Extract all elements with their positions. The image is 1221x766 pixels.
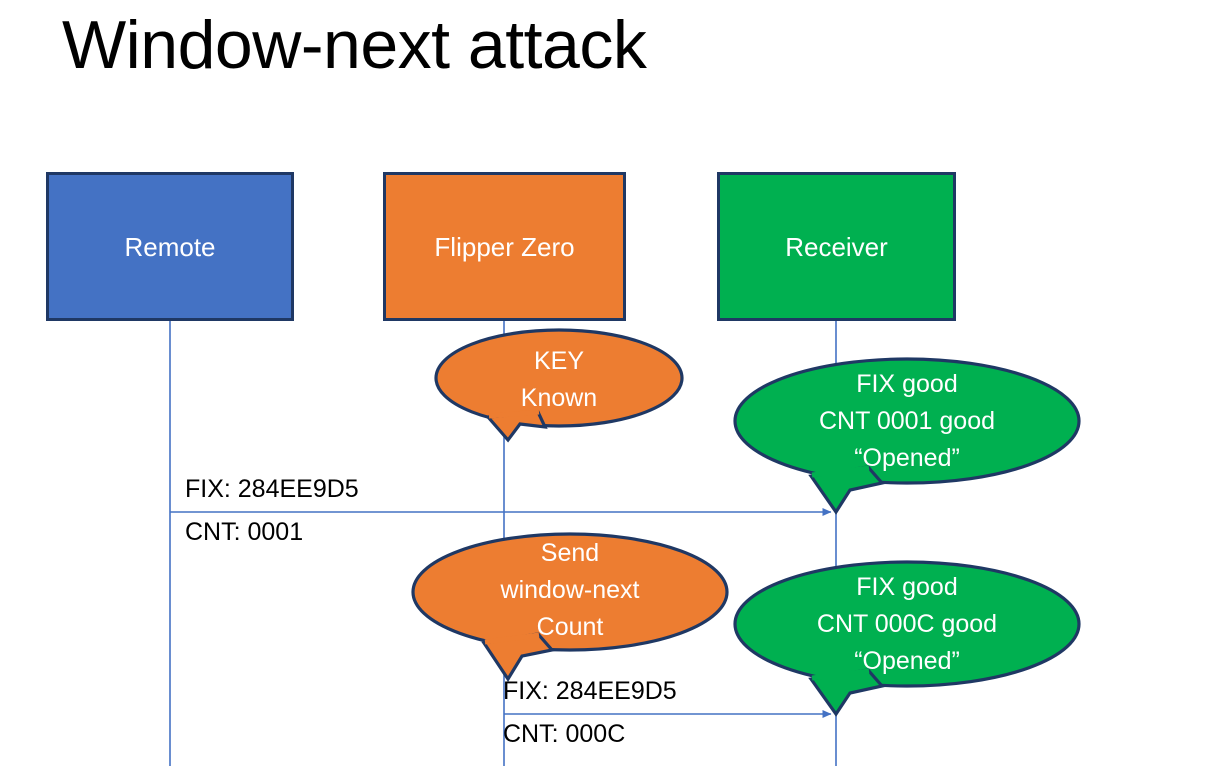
callout-receiver-ack-1 bbox=[733, 357, 1081, 515]
callout-receiver-ack-2 bbox=[733, 560, 1081, 717]
actor-label-flipper: Flipper Zero bbox=[434, 231, 575, 262]
actor-label-remote: Remote bbox=[124, 231, 216, 262]
message-2-label-cnt: CNT: 000C bbox=[503, 720, 626, 748]
callout-key-known bbox=[434, 328, 684, 443]
message-1-label-fix: FIX: 284EE9D5 bbox=[185, 475, 359, 503]
actor-box-receiver[interactable]: Receiver bbox=[717, 172, 956, 321]
actor-box-remote[interactable]: Remote bbox=[46, 172, 294, 321]
message-2-label-fix: FIX: 284EE9D5 bbox=[503, 677, 677, 705]
message-1-label-cnt: CNT: 0001 bbox=[185, 518, 304, 546]
page-title: Window-next attack bbox=[62, 7, 647, 83]
actor-box-flipper[interactable]: Flipper Zero bbox=[383, 172, 626, 321]
callout-send-window-next bbox=[411, 532, 729, 682]
actor-label-receiver: Receiver bbox=[785, 231, 888, 262]
